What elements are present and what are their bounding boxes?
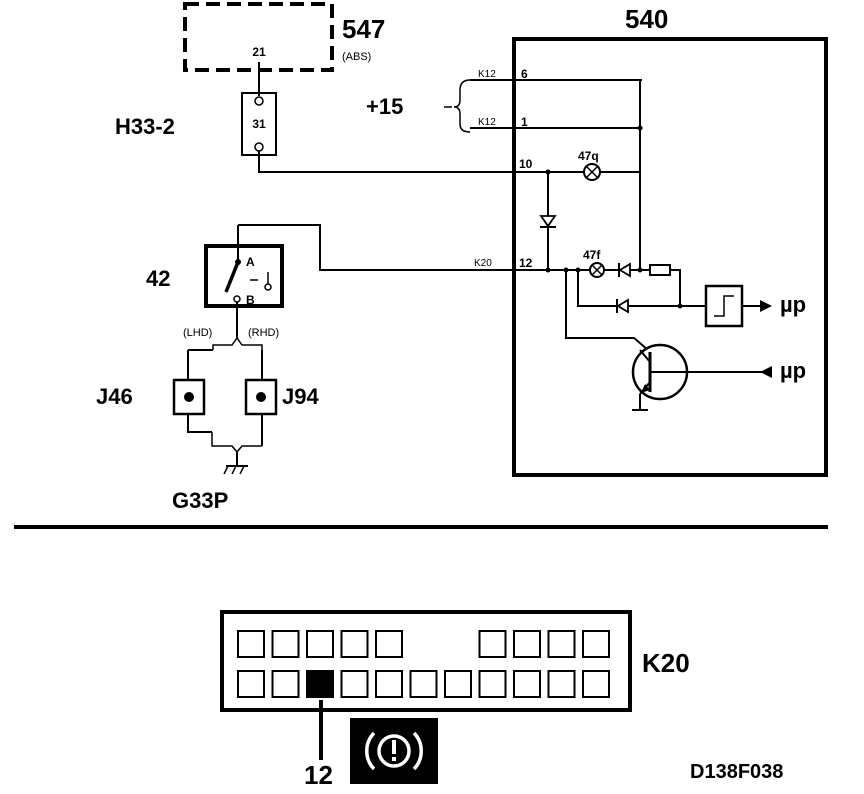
conn-k12-a: K12 <box>478 69 496 80</box>
ground-hatch-1 <box>223 465 229 475</box>
diode-vertical-icon <box>539 215 557 228</box>
supply-brace <box>453 79 471 133</box>
k20-cavity <box>409 670 438 698</box>
diode-upper-icon <box>618 262 631 278</box>
j94-terminal <box>256 392 266 402</box>
ground-label: G33P <box>172 488 228 513</box>
k20-top-row <box>237 630 610 658</box>
wire-resistor-comparator <box>670 269 681 306</box>
variant-rhd: (RHD) <box>248 327 279 339</box>
k20-cavity <box>478 630 507 658</box>
j46-terminal <box>184 392 194 402</box>
pin-1: 1 <box>521 115 528 129</box>
switch-terminal-b <box>233 295 241 303</box>
variant-brace-bottom <box>211 432 262 454</box>
k20-cavity <box>306 630 334 658</box>
k20-cavity <box>547 630 576 658</box>
j46-label: J46 <box>96 384 133 409</box>
transistor-collector <box>639 349 651 363</box>
arrow-mp-in-icon <box>760 366 772 378</box>
k20-cavity <box>375 670 403 698</box>
h33-terminal-bottom <box>254 142 264 152</box>
k20-cavity <box>237 670 265 698</box>
h33-label: H33-2 <box>115 114 175 139</box>
switch-42-box <box>204 244 284 308</box>
k20-cavity <box>340 630 369 658</box>
switch-contact <box>264 283 272 291</box>
figure-code: D138F038 <box>690 761 783 783</box>
abs-pin: 21 <box>252 45 266 59</box>
k20-bottom-row <box>237 670 610 698</box>
k20-cavity <box>271 630 300 658</box>
k20-cavity <box>582 670 610 698</box>
k20-cavity <box>375 630 403 658</box>
switch-blade <box>224 261 240 293</box>
diode-lower-icon <box>616 298 629 314</box>
k20-cavity <box>547 670 576 698</box>
switch-pin-b: B <box>246 293 255 307</box>
ground-hatch-2 <box>231 465 237 475</box>
switch-pin-a: A <box>246 255 255 269</box>
control-unit-label: 540 <box>625 4 668 34</box>
lamp-47q-label: 47q <box>578 149 599 163</box>
transistor-emitter-arrow <box>641 384 650 393</box>
ground-hatch-3 <box>239 465 245 475</box>
j94-label: J94 <box>282 384 319 409</box>
schmitt-trigger-symbol <box>714 295 734 317</box>
k20-cavity <box>271 670 300 698</box>
k20-cavity <box>237 630 265 658</box>
pin-12: 12 <box>519 256 533 270</box>
k20-cavity <box>340 670 369 698</box>
k20-cavity <box>513 670 541 698</box>
variant-lhd: (LHD) <box>183 327 212 339</box>
lamp-47f-label: 47f <box>583 248 601 262</box>
abs-unit-sub: (ABS) <box>342 51 371 63</box>
pin-10: 10 <box>519 157 533 171</box>
conn-k12-b: K12 <box>478 117 496 128</box>
k20-pin-label: 12 <box>304 760 333 790</box>
wire-lower-branch <box>577 270 706 307</box>
k20-cavity <box>444 670 472 698</box>
resistor-icon <box>649 264 671 276</box>
wire-j46-bottom <box>187 414 212 433</box>
abs-unit-label: 547 <box>342 14 385 44</box>
wire-collector <box>565 270 649 351</box>
variant-brace-top <box>212 336 263 350</box>
brake-warning-icon <box>350 718 438 784</box>
mp-out-label: µp <box>780 292 806 317</box>
supply-label: +15 <box>366 94 403 119</box>
h33-terminal-top <box>254 96 264 106</box>
lamp-47q-cross2 <box>585 165 599 179</box>
k20-label: K20 <box>642 648 690 678</box>
arrow-mp-out-icon <box>760 300 772 312</box>
conn-k20: K20 <box>474 258 492 269</box>
k20-cavity <box>513 630 541 658</box>
k20-cavity <box>478 670 507 698</box>
wire-switch-pin12 <box>238 224 548 271</box>
abs-unit-box <box>183 2 334 72</box>
lamp-47f-cross2 <box>591 264 603 276</box>
h33-pin: 31 <box>252 117 266 131</box>
k20-cavity-highlighted <box>306 670 334 698</box>
switch-42-label: 42 <box>146 266 170 291</box>
control-unit-box <box>512 37 828 477</box>
mp-in-label: µp <box>780 358 806 383</box>
pin-6: 6 <box>521 67 528 81</box>
k20-cavity <box>582 630 610 658</box>
